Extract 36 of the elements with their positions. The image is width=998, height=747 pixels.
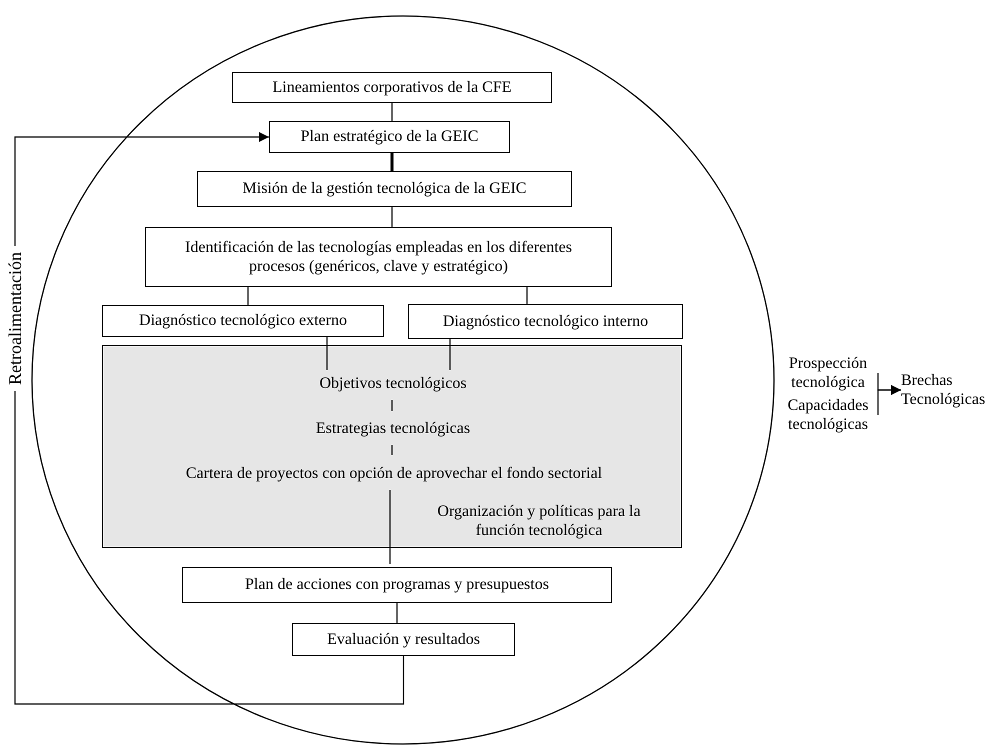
process-box [197,171,572,207]
connector-line [391,207,393,227]
process-box [232,72,552,103]
step-text: Brechas Tecnológicas [901,370,986,410]
connector-line [449,339,451,370]
step-text: Estrategias tecnológicas [316,419,470,439]
shaded-panel [102,345,682,548]
box-label: Misión de la gestión tecnológica de la GEIC [242,179,526,199]
process-box [292,623,515,656]
process-box [102,305,384,337]
arrow [877,385,901,415]
step-text: Cartera de proyectos con opción de aprovechar el fondo sectorial [186,464,602,484]
box-label: Evaluación y resultados [327,630,480,650]
step-text: Capacidades tecnológicas [786,396,870,434]
step-text: Prospección tecnológica [788,354,868,392]
box-label: Diagnóstico tecnológico interno [442,312,648,332]
connector-line [326,337,328,370]
process-box [182,567,612,603]
box-label: Lineamientos corporativos de la CFE [272,78,512,98]
connector-line [247,287,249,305]
connector-line [391,400,393,411]
process-box [408,304,683,339]
process-box [269,121,510,153]
connector-line [526,287,528,304]
box-label: Diagnóstico tecnológico externo [139,311,347,331]
step-text: Organización y políticas para la función tecnológica [436,502,642,540]
step-text: Objetivos tecnológicos [319,374,467,394]
connector-line [391,445,393,455]
connector-line [396,603,398,623]
connector-line [391,103,393,121]
connector-line [389,490,391,564]
process-box [145,227,612,287]
connector-line [390,153,394,171]
box-label: Identificación de las tecnologías empleadas en los diferentes procesos (genéricos, clave y estratégico) [184,238,573,276]
box-label: Plan estratégico de la GEIC [300,127,478,147]
box-label: Plan de acciones con programas y presupuestos [245,575,549,595]
